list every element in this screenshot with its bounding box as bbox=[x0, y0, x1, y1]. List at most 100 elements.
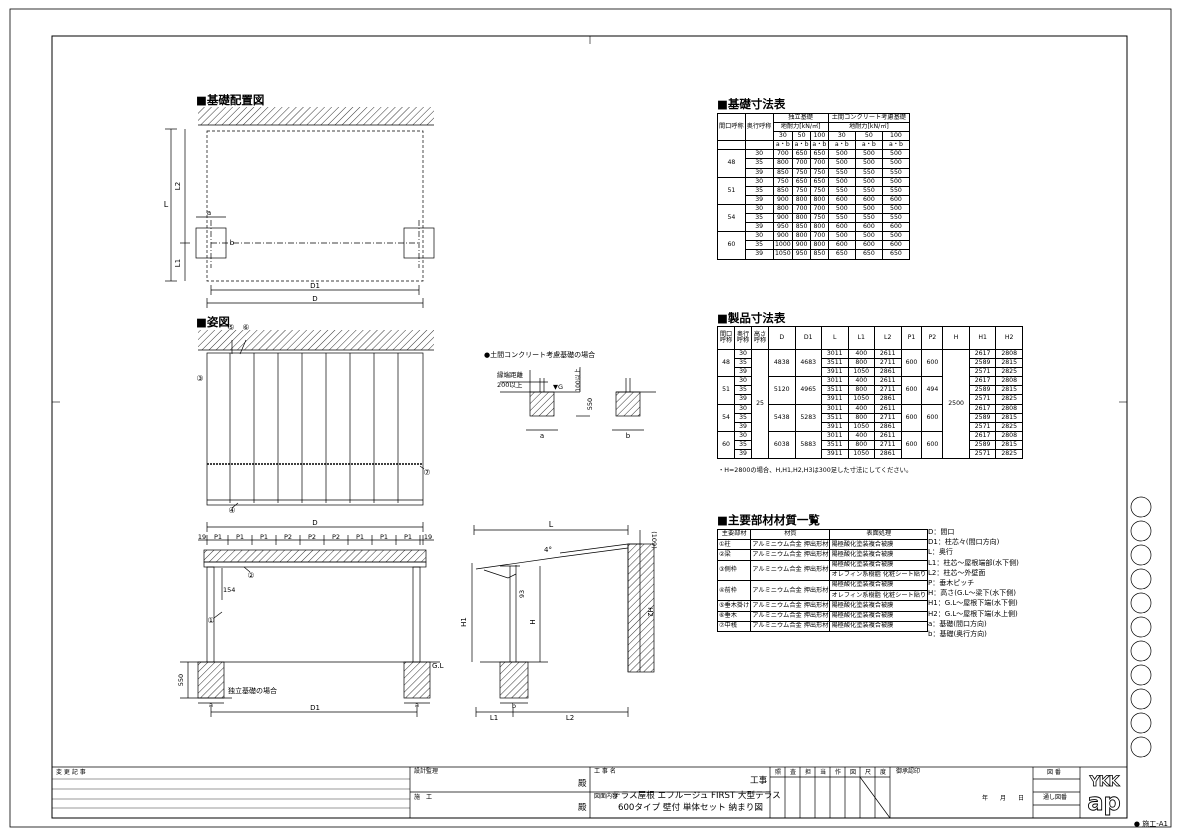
foundation-cell: 600 bbox=[881, 194, 911, 205]
callout-2: ② bbox=[247, 571, 254, 580]
tb-tsuki: 月 bbox=[1000, 795, 1007, 802]
product-L: 3911 bbox=[821, 367, 849, 378]
tb-stamp-2: 担 bbox=[805, 769, 812, 776]
product-L: 3911 bbox=[821, 394, 849, 405]
legend-item: L2：柱芯～外壁面 bbox=[928, 568, 986, 577]
product-maguchi: 60 bbox=[717, 430, 735, 460]
material-header-0: 主要部材 bbox=[716, 528, 752, 541]
title-foundation-layout: ■基礎配置図 bbox=[196, 93, 265, 107]
product-D: 5438 bbox=[768, 403, 796, 432]
foundation-cell: 600 bbox=[827, 194, 856, 205]
product-H2: 2825 bbox=[995, 367, 1023, 378]
material-row: ④前枠アルミニウム合金 押出形材陽極酸化塗装複合被膜 bbox=[716, 579, 929, 602]
foundation-cell: 800 bbox=[809, 222, 829, 233]
product-D1: 4683 bbox=[794, 348, 822, 378]
material-kind: アルミニウム合金 押出形材 bbox=[750, 579, 831, 602]
foundation-cell: 550 bbox=[854, 185, 883, 196]
foundation-cell: 850 bbox=[809, 249, 829, 260]
fh-capacity-2: 100 bbox=[809, 131, 829, 142]
callout-6: ⑥ bbox=[242, 323, 249, 332]
legend-item: a：基礎(間口方向) bbox=[928, 619, 987, 628]
doma-case: ●土間コンクリート考慮基礎の場合 bbox=[484, 350, 595, 359]
material-part: ④前枠 bbox=[716, 579, 752, 602]
product-P2: 494 bbox=[921, 376, 944, 405]
front-dim-550: 550 bbox=[177, 674, 185, 686]
foundation-cell: 800 bbox=[792, 231, 811, 242]
foundation-cell: 500 bbox=[827, 203, 856, 215]
side-b: b bbox=[512, 702, 516, 710]
product-P2: 600 bbox=[921, 403, 944, 432]
tb-stamp-5: 図 bbox=[850, 769, 857, 776]
fh-ab-3: a・b bbox=[827, 140, 856, 151]
product-okuyuki: 30 bbox=[734, 348, 752, 360]
material-cell: 陽極酸化塗装複合被膜 bbox=[829, 549, 929, 561]
product-H2: 2808 bbox=[995, 430, 1023, 441]
material-cell: アルミニウム合金 押出形材 bbox=[750, 539, 831, 551]
material-header-1: 材質 bbox=[750, 528, 831, 541]
product-H2: 2808 bbox=[995, 348, 1023, 360]
slab-foundation-detail bbox=[500, 367, 656, 431]
product-L: 3511 bbox=[821, 412, 849, 423]
inner-border bbox=[51, 35, 1128, 819]
product-P2: 600 bbox=[921, 348, 944, 378]
material-cell: アルミニウム合金 押出形材 bbox=[750, 600, 831, 612]
foundation-cell: 600 bbox=[854, 222, 883, 233]
foundation-cell: 800 bbox=[809, 240, 829, 251]
product-L1: 1050 bbox=[847, 449, 875, 460]
detail-dim-550: 550 bbox=[586, 398, 594, 410]
product-okuyuki: 39 bbox=[734, 421, 752, 432]
front-a-right: a bbox=[415, 701, 419, 709]
foundation-cell: 1000 bbox=[772, 240, 794, 251]
side-dim-109: (109) bbox=[650, 531, 658, 548]
material-part: ③側枠 bbox=[716, 559, 752, 581]
foundation-cell: 800 bbox=[772, 158, 794, 169]
material-finish-2: オレフィン系樹脂 化粧シート貼り bbox=[829, 590, 929, 602]
foundation-cell: 750 bbox=[792, 167, 811, 178]
foundation-cell: 750 bbox=[772, 176, 794, 187]
front-label-D1: D1 bbox=[310, 704, 320, 712]
foundation-cell: 900 bbox=[772, 213, 794, 224]
material-cell: 陽極酸化塗装複合被膜 bbox=[829, 620, 929, 632]
legend-item: L1：柱芯～屋根端部(水下側) bbox=[928, 558, 1019, 567]
product-H1: 2589 bbox=[968, 439, 997, 451]
product-H1: 2571 bbox=[968, 394, 997, 405]
dim-154: 154 bbox=[223, 586, 235, 594]
product-L1: 400 bbox=[847, 403, 875, 414]
product-H1: 2589 bbox=[968, 358, 997, 369]
material-cell: ⑥垂木 bbox=[716, 610, 752, 622]
drawing-code: ● 施工-A1 bbox=[1134, 819, 1168, 828]
foundation-cell: 650 bbox=[809, 149, 829, 160]
fh-dokuritsu: 独立基礎 bbox=[772, 112, 829, 124]
foundation-cell: 500 bbox=[827, 176, 856, 187]
product-okuyuki: 35 bbox=[734, 439, 752, 451]
tb-stamp-6: 尺 bbox=[865, 769, 872, 776]
svg-text:ap: ap bbox=[1087, 788, 1120, 816]
foundation-cell: 500 bbox=[881, 149, 911, 160]
product-L1: 1050 bbox=[847, 394, 875, 405]
product-L1: 1050 bbox=[847, 367, 875, 378]
tb-stamp-1: 査 bbox=[790, 769, 797, 776]
foundation-cell: 500 bbox=[827, 149, 856, 160]
material-cell: アルミニウム合金 押出形材 bbox=[750, 620, 831, 632]
fh-ab-4: a・b bbox=[854, 140, 883, 151]
foundation-cell: 800 bbox=[792, 194, 811, 205]
tb-henko-kiji: 変 更 記 事 bbox=[56, 769, 86, 776]
product-D: 5120 bbox=[768, 376, 796, 405]
product-L2: 2711 bbox=[874, 412, 902, 423]
product-D1: 4965 bbox=[794, 376, 822, 405]
callout-5: ⑤ bbox=[227, 323, 234, 332]
foundation-cell: 35 bbox=[744, 213, 774, 224]
side-angle: 4° bbox=[544, 546, 552, 554]
product-L: 3011 bbox=[821, 348, 849, 360]
product-header-2: 高さ呼称 bbox=[751, 326, 769, 350]
